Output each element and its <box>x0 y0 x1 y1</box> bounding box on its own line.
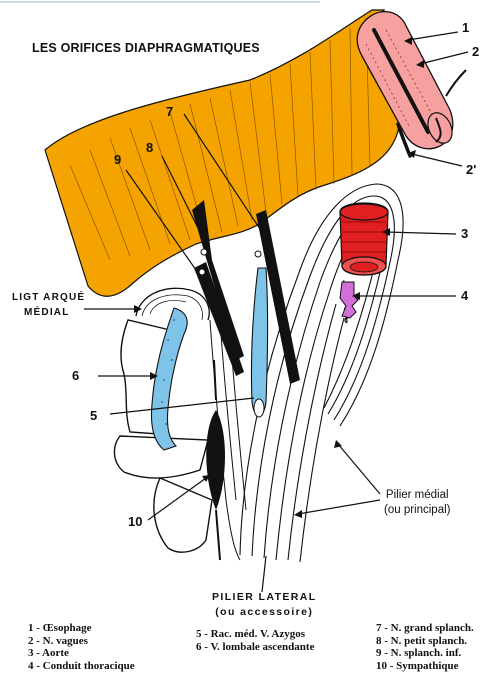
pilier-medial-line-1: Pilier médial <box>385 489 449 501</box>
legend-item: 6 - V. lombale ascendante <box>196 640 315 653</box>
callout-2: 2 <box>472 44 480 59</box>
callout-3: 3 <box>461 226 469 241</box>
legend-item: 4 - Conduit thoracique <box>28 659 135 672</box>
aorta <box>339 202 389 276</box>
diaphragm-muscle <box>44 9 401 297</box>
legend-column-3: 7 - N. grand splanch. 8 - N. petit splan… <box>376 622 474 672</box>
legend-item: 3 - Aorte <box>28 647 69 660</box>
ligt-line-1: LIGT ARQUÉ <box>12 292 86 303</box>
callout-6: 6 <box>72 368 80 383</box>
legend-item: 7 - N. grand splanch. <box>376 622 474 634</box>
ligt-arque-medial-label: LIGT ARQUÉ MÉDIAL <box>12 290 85 320</box>
legend-column-2: 5 - Rac. méd. V. Azygos 6 - V. lombale a… <box>196 628 314 653</box>
legend-item: 5 - Rac. méd. V. Azygos <box>196 628 305 640</box>
pilier-lateral-label: PILIER LATERAL (ou accessoire) <box>212 590 317 620</box>
legend-item: 9 - N. splanch. inf. <box>376 647 462 660</box>
callout-10: 10 <box>128 514 143 529</box>
pilier-lateral-line-1: PILIER LATERAL <box>212 591 317 603</box>
pointer-lines <box>84 31 469 593</box>
callout-1: 1 <box>462 20 470 35</box>
splanchnic-nerves <box>192 200 300 384</box>
callout-7: 7 <box>166 104 174 119</box>
ascending-lumbar-vein <box>150 307 188 451</box>
azygos-medial-root <box>250 267 269 417</box>
legend-item: 2 - N. vagues <box>28 634 88 647</box>
callout-2-prime: 2' <box>466 162 477 177</box>
medial-arcuate-ligament <box>135 287 210 321</box>
pilier-medial-line-2: (ou principal) <box>384 504 451 516</box>
callout-5: 5 <box>90 408 98 423</box>
pilier-medial-label: Pilier médial (ou principal) <box>384 488 450 518</box>
esophagus <box>356 11 454 150</box>
callout-8: 8 <box>146 140 154 155</box>
callout-9: 9 <box>114 152 122 167</box>
legend-item: 10 - Sympathique <box>376 659 459 672</box>
legend-item: 1 - Œsophage <box>28 622 92 634</box>
sympathetic-trunk <box>206 359 225 561</box>
pilier-lateral-line-2: (ou accessoire) <box>215 606 314 618</box>
legend-column-1: 1 - Œsophage 2 - N. vagues 3 - Aorte 4 -… <box>28 622 135 672</box>
ligt-line-2: MÉDIAL <box>24 307 70 318</box>
legend-item: 8 - N. petit splanch. <box>376 634 468 647</box>
callout-4: 4 <box>461 288 469 303</box>
diagram-title: LES ORIFICES DIAPHRAGMATIQUES <box>32 41 260 55</box>
